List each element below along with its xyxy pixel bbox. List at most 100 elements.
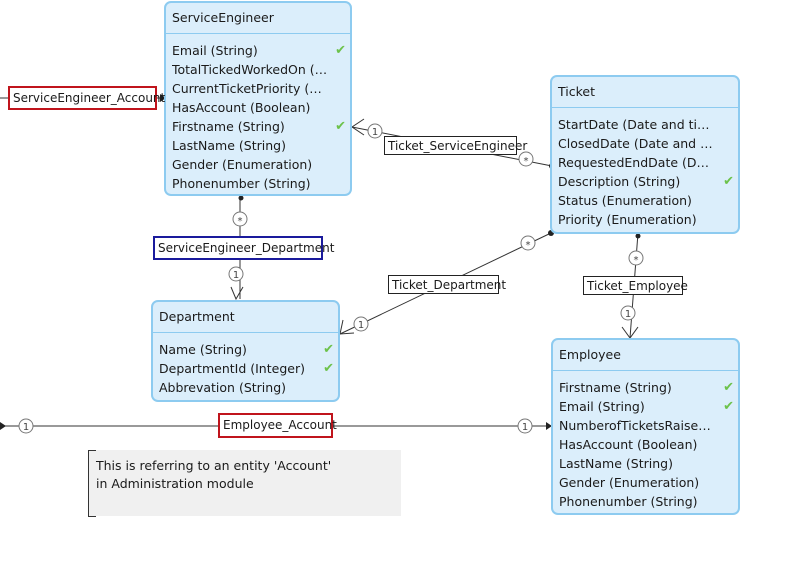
attribute-label: Status (Enumeration): [558, 193, 692, 208]
note-bracket: [88, 516, 96, 517]
multiplicity-badge: *: [232, 211, 248, 227]
attribute-list: StartDate (Date and time) ClosedDate (Dat…: [552, 108, 738, 229]
multiplicity-badge: *: [520, 235, 536, 251]
attribute-label: DepartmentId (Integer): [159, 361, 305, 376]
endpoint-service-engineer-account: [160, 94, 166, 102]
arrowhead-service-engineer-department: [230, 286, 244, 301]
attribute-row[interactable]: Email (String) ✔: [172, 41, 350, 60]
association-ticket-service-engineer[interactable]: Ticket_ServiceEngineer: [384, 136, 527, 155]
attribute-list: Firstname (String)✔ Email (String) ✔ Number…: [553, 371, 738, 511]
checkmark-icon: ✔: [323, 361, 334, 376]
svg-text:1: 1: [358, 320, 364, 331]
annotation-note[interactable]: This is referring to an entity 'Account'…: [88, 450, 401, 516]
attribute-list: Email (String) ✔ TotalTickedWorkedOn (Inte…: [166, 34, 350, 193]
attribute-row[interactable]: HasAccount (Boolean): [172, 98, 350, 117]
checkmark-icon: ✔: [723, 174, 734, 189]
attribute-row[interactable]: Name (String) ✔: [159, 340, 338, 359]
svg-text:*: *: [634, 255, 639, 266]
attribute-row[interactable]: Email (String) ✔: [559, 397, 738, 416]
attribute-row[interactable]: Abbrevation (String): [159, 378, 338, 397]
attribute-list: Name (String) ✔ DepartmentId (Integer) ✔ Abb…: [153, 333, 338, 397]
attribute-row[interactable]: Status (Enumeration): [558, 191, 738, 210]
attribute-label: NumberofTicketsRaised (Integer): [559, 418, 716, 433]
attribute-row[interactable]: Description (String) ✔: [558, 172, 738, 191]
endpoint-ticket-employee: [635, 233, 641, 239]
multiplicity-badge: 1: [353, 316, 369, 332]
arrowhead-ticket-department: [339, 319, 355, 335]
attribute-row[interactable]: HasAccount (Boolean): [559, 435, 738, 454]
attribute-label: Description (String): [558, 174, 681, 189]
attribute-label: Email (String): [559, 399, 645, 414]
attribute-row[interactable]: Gender (Enumeration): [172, 155, 350, 174]
association-ticket-department[interactable]: Ticket_Department: [388, 275, 506, 294]
entity-ticket[interactable]: Ticket StartDate (Date and time) ClosedDa…: [550, 75, 740, 234]
entity-title: Department: [153, 302, 338, 333]
attribute-label: TotalTickedWorkedOn (Integer): [172, 62, 328, 77]
attribute-label: Email (String): [172, 43, 258, 58]
attribute-row[interactable]: Phonenumber (String): [172, 174, 350, 193]
attribute-label: CurrentTicketPriority (Enumeration): [172, 81, 328, 96]
attribute-row[interactable]: Priority (Enumeration): [558, 210, 738, 229]
svg-text:1: 1: [522, 422, 528, 433]
attribute-label: Firstname (String): [172, 119, 285, 134]
attribute-row[interactable]: RequestedEndDate (Date and time): [558, 153, 738, 172]
multiplicity-badge: 1: [18, 418, 34, 434]
association-employee-account[interactable]: Employee_Account: [218, 413, 337, 438]
checkmark-icon: ✔: [335, 119, 346, 134]
attribute-row[interactable]: LastName (String): [559, 454, 738, 473]
attribute-row[interactable]: Gender (Enumeration): [559, 473, 738, 492]
attribute-row[interactable]: StartDate (Date and time): [558, 115, 738, 134]
attribute-label: Priority (Enumeration): [558, 212, 697, 227]
association-service-engineer-account[interactable]: ServiceEngineer_Account: [8, 86, 165, 110]
note-line: This is referring to an entity 'Account': [96, 458, 332, 473]
multiplicity-badge: *: [628, 250, 644, 266]
attribute-row[interactable]: LastName (String): [172, 136, 350, 155]
association-ticket-employee[interactable]: Ticket_Employee: [583, 276, 688, 295]
endpoint-service-engineer-department: [238, 195, 244, 201]
attribute-row[interactable]: CurrentTicketPriority (Enumeration): [172, 79, 350, 98]
endpoint-employee-account-left: [0, 422, 6, 430]
attribute-label: Phonenumber (String): [559, 494, 698, 509]
attribute-row[interactable]: TotalTickedWorkedOn (Integer): [172, 60, 350, 79]
multiplicity-badge: *: [518, 151, 534, 167]
entity-title: ServiceEngineer: [166, 3, 350, 34]
attribute-row[interactable]: DepartmentId (Integer) ✔: [159, 359, 338, 378]
attribute-label: Phonenumber (String): [172, 176, 311, 191]
multiplicity-badge: 1: [228, 266, 244, 282]
note-bracket: [88, 450, 96, 451]
endpoint-employee-account-right: [546, 422, 552, 430]
checkmark-icon: ✔: [723, 399, 734, 414]
attribute-label: Gender (Enumeration): [172, 157, 313, 172]
svg-text:1: 1: [233, 270, 239, 281]
multiplicity-badge: 1: [620, 305, 636, 321]
entity-service-engineer[interactable]: ServiceEngineer Email (String) ✔ TotalTick…: [164, 1, 352, 196]
entity-title: Ticket: [552, 77, 738, 108]
svg-text:*: *: [238, 216, 243, 227]
entity-department[interactable]: Department Name (String)✔DepartmentId (I…: [151, 300, 340, 402]
entity-title: Employee: [553, 340, 738, 371]
svg-text:*: *: [524, 156, 529, 167]
svg-text:1: 1: [23, 422, 29, 433]
attribute-row[interactable]: Firstname (String)✔: [559, 378, 738, 397]
attribute-label: Abbrevation (String): [159, 380, 287, 395]
attribute-label: LastName (String): [172, 138, 286, 153]
checkmark-icon: ✔: [335, 43, 346, 58]
attribute-label: Firstname (String): [559, 380, 672, 395]
association-service-engineer-department[interactable]: ServiceEngineer_Department: [153, 236, 334, 260]
multiplicity-badge: 1: [517, 418, 533, 434]
attribute-label: Gender (Enumeration): [559, 475, 700, 490]
attribute-row[interactable]: ClosedDate (Date and time): [558, 134, 738, 153]
attribute-label: Name (String): [159, 342, 247, 357]
attribute-label: RequestedEndDate (Date and time): [558, 155, 716, 170]
attribute-row[interactable]: Firstname (String) ✔: [172, 117, 350, 136]
attribute-row[interactable]: Phonenumber (String): [559, 492, 738, 511]
svg-text:*: *: [526, 240, 531, 251]
svg-text:1: 1: [372, 127, 378, 138]
note-line: in Administration module: [96, 476, 254, 491]
multiplicity-badge: 1: [367, 123, 383, 139]
checkmark-icon: ✔: [323, 342, 334, 357]
attribute-row[interactable]: NumberofTicketsRaised (Integer): [559, 416, 738, 435]
entity-employee[interactable]: Employee Firstname (String)✔Email (Strin…: [551, 338, 740, 515]
svg-text:1: 1: [625, 309, 631, 320]
attribute-label: StartDate (Date and time): [558, 117, 716, 132]
